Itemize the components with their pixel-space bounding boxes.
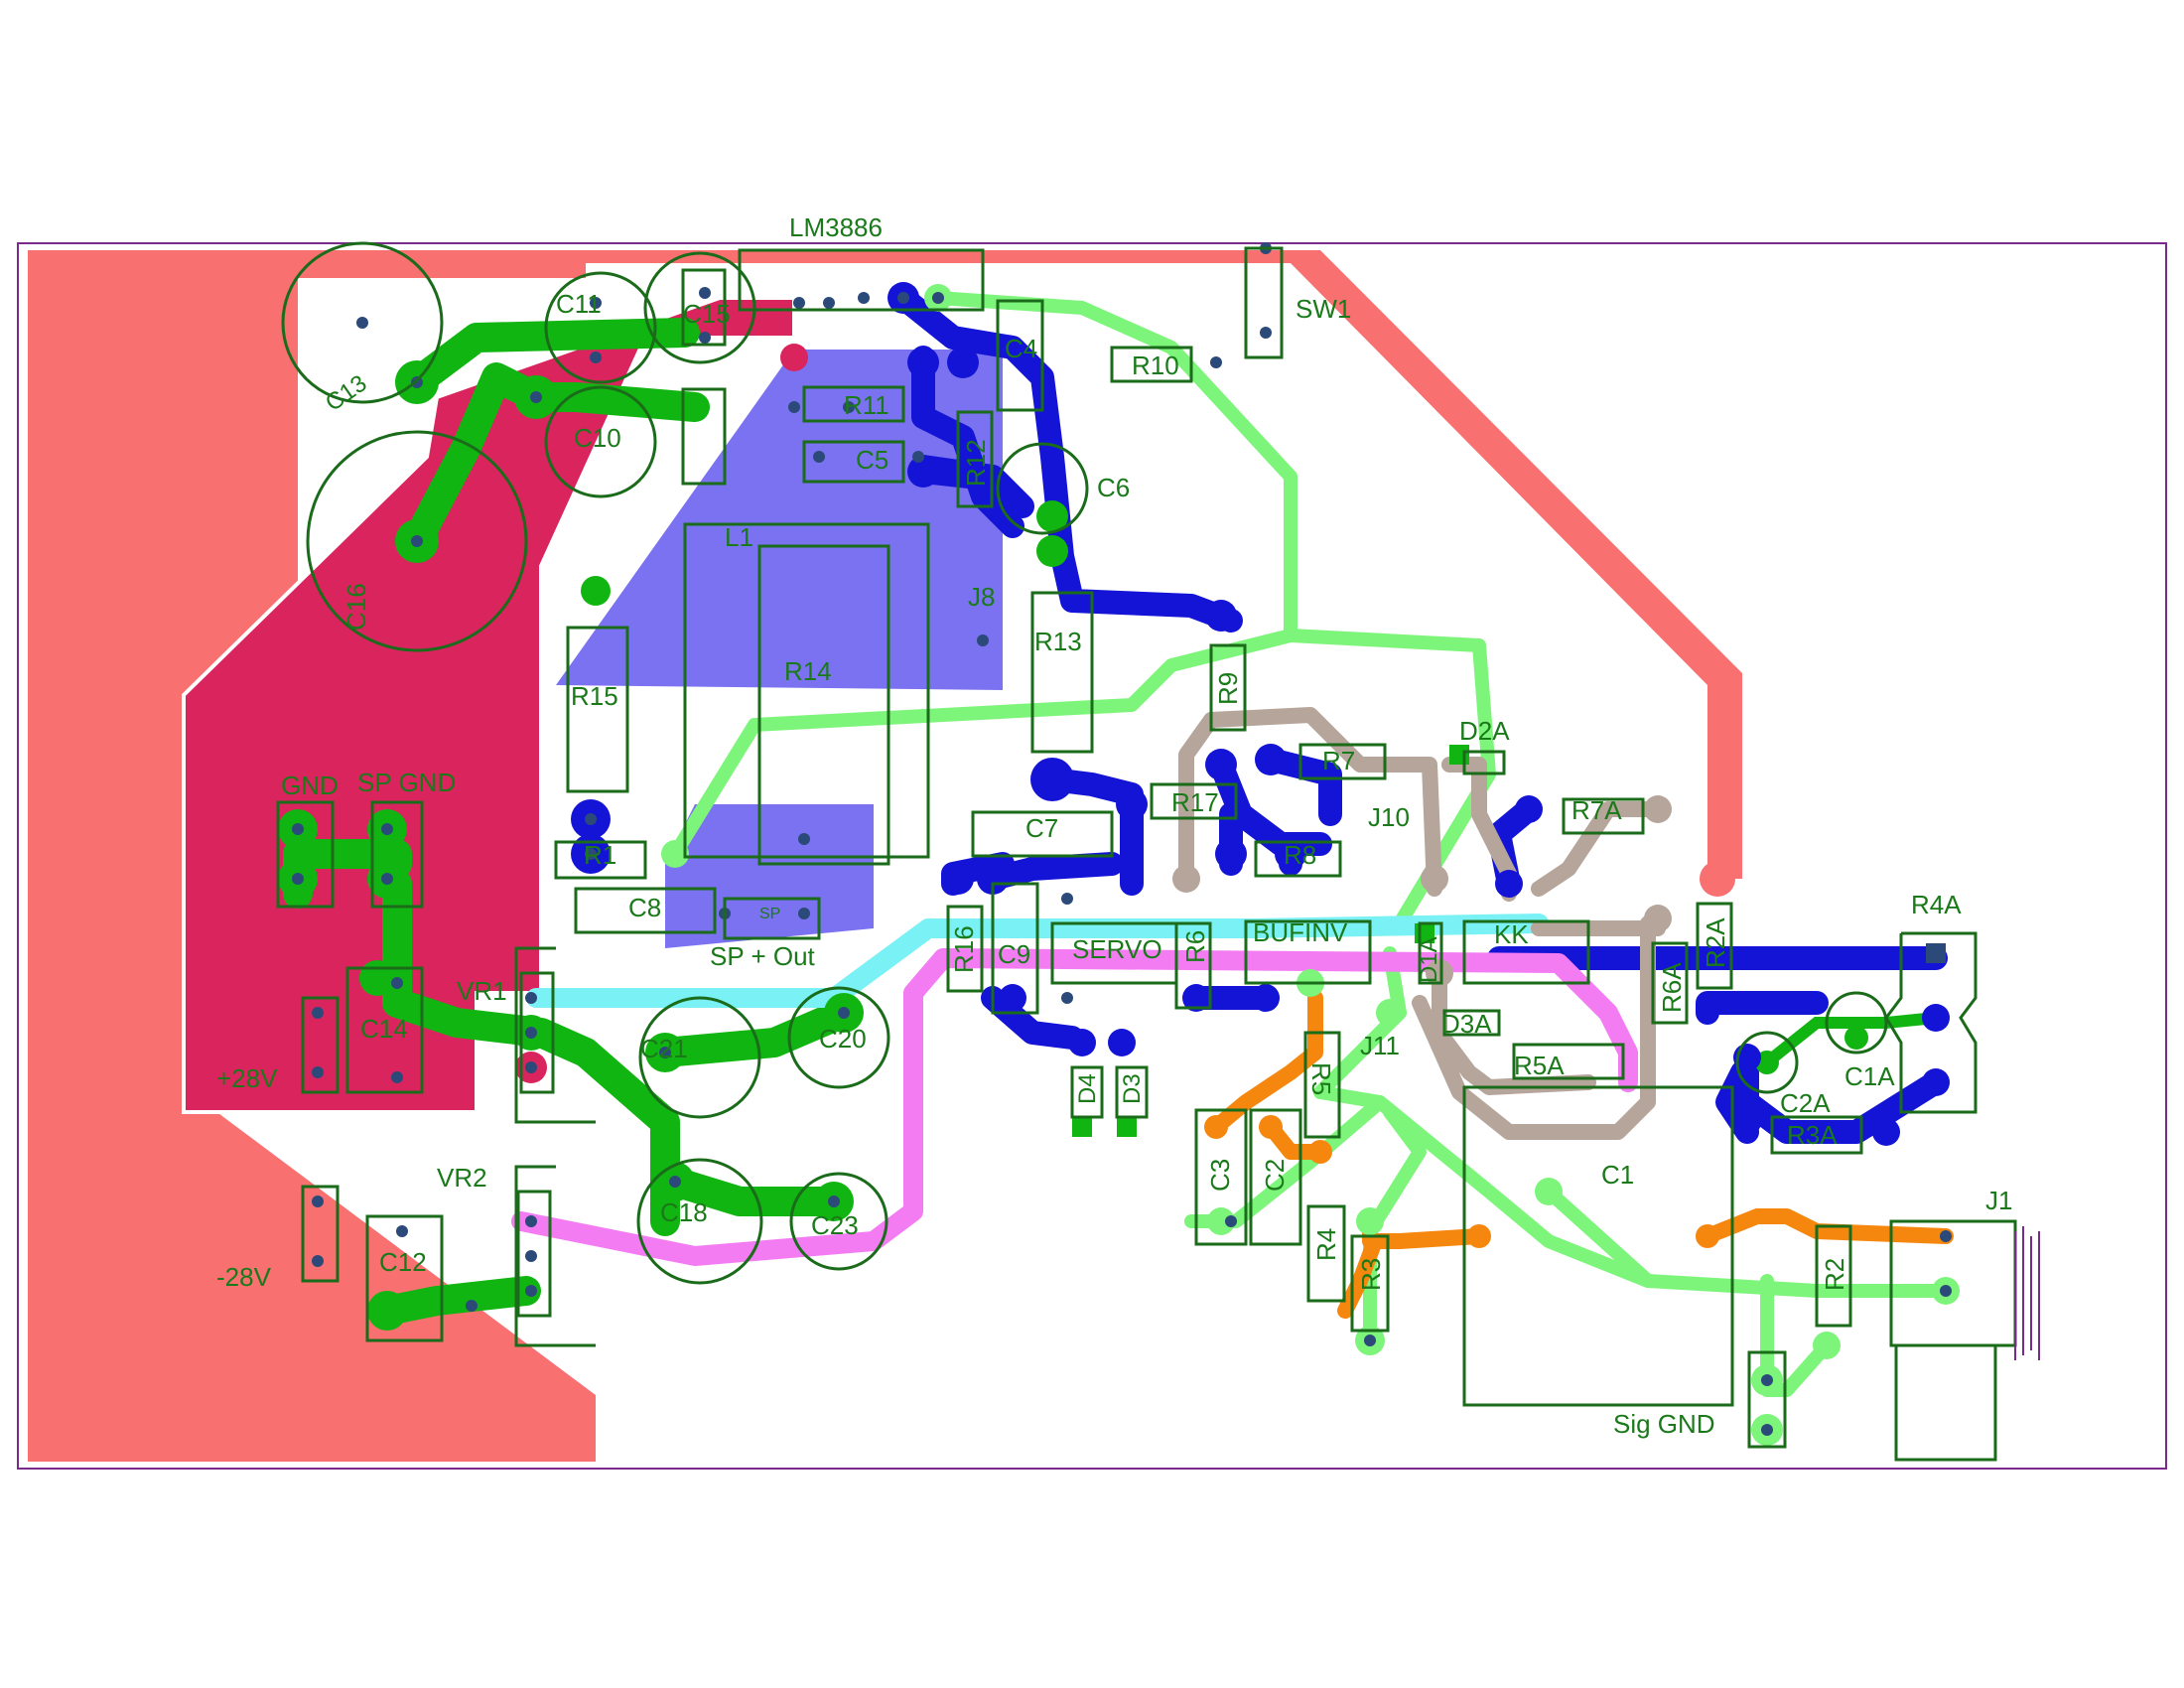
label-r7a: R7A [1571, 795, 1622, 825]
label-c1: C1 [1601, 1160, 1634, 1190]
label-c2a: C2A [1780, 1088, 1831, 1118]
label-r2a: R2A [1701, 917, 1730, 968]
trace-cyan [526, 914, 1549, 1008]
trace-magenta [511, 948, 1638, 1266]
label-c15: C15 [683, 299, 731, 329]
label-sp-gnd: SP GND [357, 768, 456, 797]
label-c8: C8 [628, 893, 661, 922]
label-d2a: D2A [1459, 716, 1510, 746]
pads-tan [1172, 795, 1672, 987]
label-r10: R10 [1132, 351, 1179, 380]
label-c11: C11 [556, 289, 602, 319]
label-c16: C16 [341, 583, 371, 631]
label-plus28v: +28V [216, 1063, 278, 1093]
label-minus28v: -28V [216, 1262, 272, 1292]
label-d1a: D1A [1416, 936, 1442, 983]
label-c14: C14 [360, 1014, 408, 1044]
label-r8: R8 [1284, 840, 1316, 870]
trace-green-thin [1761, 1012, 1942, 1068]
label-j8: J8 [968, 582, 995, 612]
label-d3a: D3A [1441, 1009, 1492, 1039]
label-r6: R6 [1180, 930, 1210, 963]
label-c21: C21 [640, 1034, 688, 1063]
label-c9: C9 [998, 939, 1030, 969]
label-lm3886: LM3886 [789, 212, 883, 242]
label-r4a: R4A [1911, 890, 1962, 919]
label-r15: R15 [571, 681, 618, 711]
label-r1: R1 [584, 840, 616, 870]
label-r6a: R6A [1657, 962, 1687, 1013]
label-bufinv: BUFINV [1253, 917, 1348, 947]
label-kk: KK [1494, 919, 1529, 949]
label-l1: L1 [725, 522, 753, 552]
label-c10: C10 [574, 423, 621, 453]
silkscreen [276, 241, 2017, 1462]
label-sig-gnd: Sig GND [1613, 1409, 1715, 1439]
label-r3a: R3A [1787, 1120, 1838, 1150]
label-c23: C23 [811, 1210, 859, 1240]
label-r17: R17 [1171, 787, 1219, 817]
label-c1a: C1A [1844, 1061, 1895, 1091]
power-plane [28, 250, 1742, 1462]
label-r2: R2 [1820, 1258, 1849, 1291]
label-r13: R13 [1034, 627, 1082, 656]
label-r11: R11 [844, 390, 889, 420]
fine-print [2014, 1226, 2040, 1360]
label-j1: J1 [1985, 1186, 2012, 1215]
label-vr1: VR1 [457, 976, 507, 1006]
label-vr2: VR2 [437, 1163, 487, 1193]
label-c5: C5 [856, 445, 888, 475]
label-servo: SERVO [1072, 934, 1162, 964]
label-sp: SP [759, 906, 780, 922]
label-j10: J10 [1368, 802, 1410, 832]
label-c12: C12 [379, 1247, 427, 1277]
label-r16: R16 [949, 925, 979, 973]
label-r5: R5 [1306, 1062, 1336, 1095]
label-gnd: GND [281, 771, 339, 800]
label-r7: R7 [1322, 746, 1355, 775]
label-r4: R4 [1311, 1228, 1341, 1261]
output-plane [556, 350, 1003, 948]
label-c6: C6 [1097, 473, 1130, 502]
pads-power [1700, 861, 1735, 897]
label-r3: R3 [1356, 1258, 1386, 1291]
label-c7: C7 [1025, 813, 1058, 843]
label-r12: R12 [961, 439, 991, 487]
label-j11: J11 [1360, 1031, 1400, 1060]
label-c2: C2 [1260, 1159, 1290, 1192]
label-sp-out: SP + Out [710, 941, 816, 971]
label-c18: C18 [660, 1197, 708, 1227]
label-r9: R9 [1213, 672, 1243, 705]
label-d3: D3 [1119, 1073, 1146, 1104]
label-r5a: R5A [1514, 1051, 1565, 1080]
label-r14: R14 [784, 656, 832, 686]
label-c3: C3 [1205, 1159, 1235, 1192]
silkscreen-labels: LM3886 SW1 C11 C15 C13 C10 C16 C4 R10 R1… [216, 212, 2012, 1439]
pads-orange [1204, 1115, 1719, 1248]
label-c20: C20 [819, 1024, 867, 1054]
label-sw1: SW1 [1296, 294, 1351, 324]
trace-lightgreen [668, 291, 1953, 1397]
label-d4: D4 [1074, 1073, 1101, 1104]
label-c4: C4 [1005, 334, 1037, 363]
